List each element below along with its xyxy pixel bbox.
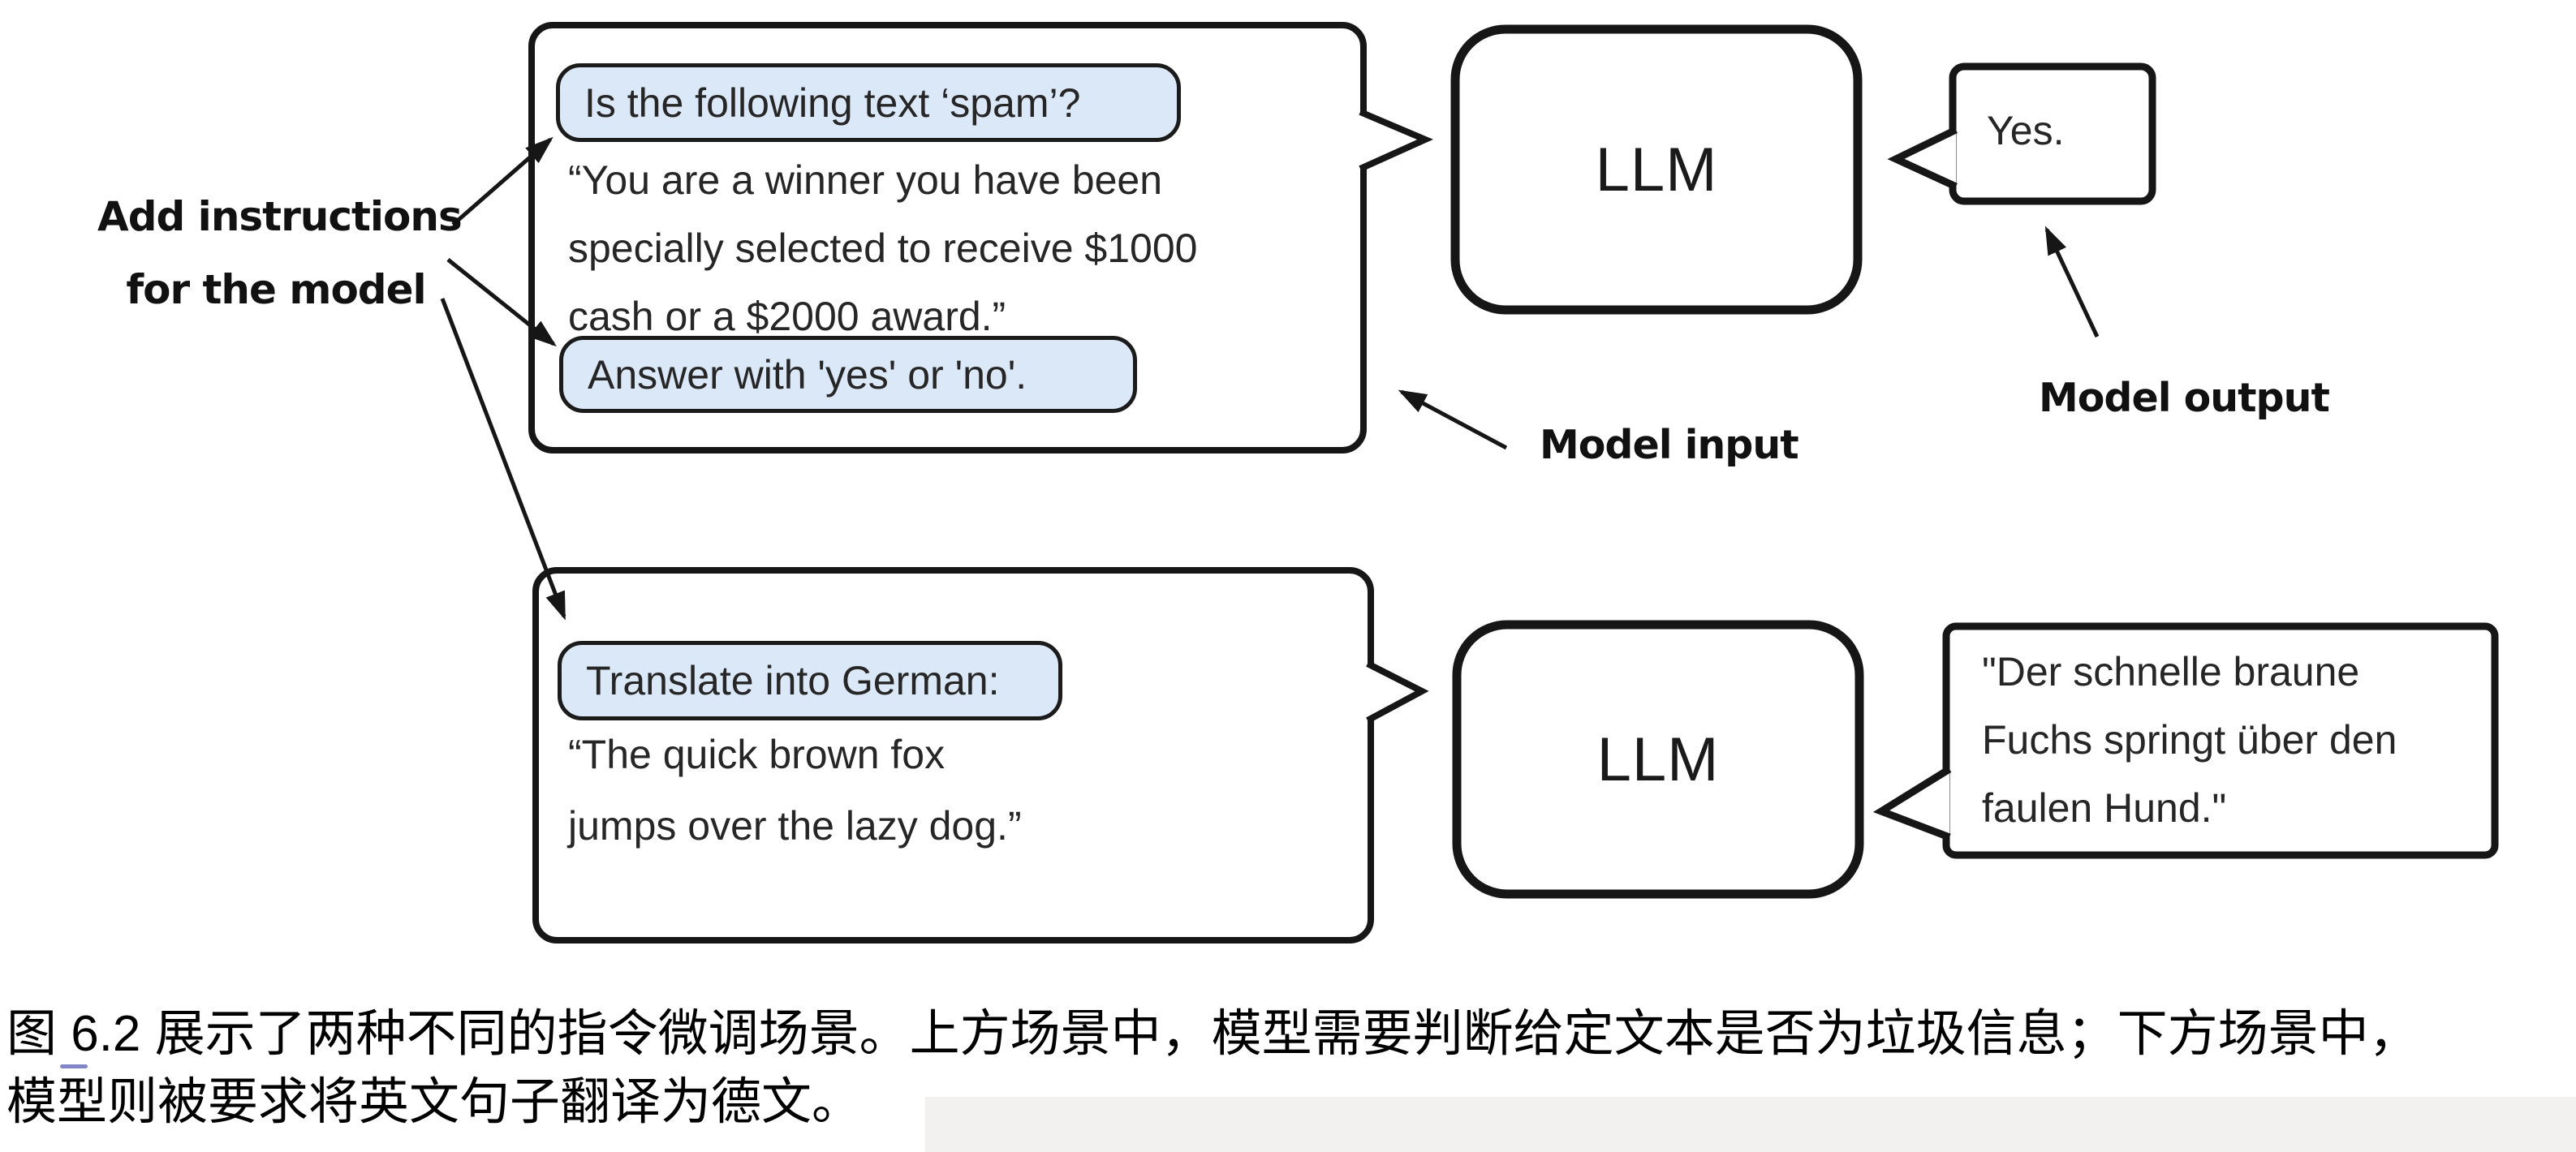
german-output-bubble-tail — [1872, 766, 1952, 841]
german-output-text: "Der schnelle braune Fuchs springt über … — [1982, 638, 2397, 842]
llm-box-top — [1450, 24, 1863, 315]
translate-input-text: “The quick brown fox jumps over the lazy… — [568, 719, 1022, 862]
german-output-text-line3: faulen Hund." — [1982, 785, 2227, 831]
instruction-pill-answer-text: Answer with 'yes' or 'no'. — [588, 351, 1027, 398]
spam-input-text-line1: “You are a winner you have been — [568, 157, 1163, 203]
spam-input-text-line3: cash or a $2000 award.” — [568, 294, 1006, 339]
arrow-model-output — [2044, 226, 2100, 338]
translate-input-text-line1: “The quick brown fox — [568, 732, 946, 777]
spam-input-text-line2: specially selected to receive $1000 — [568, 226, 1198, 271]
caption-figure-ref-underline — [60, 1064, 88, 1068]
instruction-pill-translate-text: Translate into German: — [586, 658, 1000, 703]
add-instructions-label-line1: Add instructions — [97, 193, 463, 240]
spam-input-box-tail — [1359, 109, 1433, 172]
model-input-label: Model input — [1540, 422, 1799, 468]
add-instructions-label-line2: for the model — [126, 266, 426, 313]
instruction-pill-spam-text: Is the following text ‘spam’? — [584, 80, 1081, 126]
llm-box-bottom — [1452, 620, 1864, 899]
instruction-pill-translate: Translate into German: — [558, 641, 1062, 720]
llm-label-top: LLM — [1595, 135, 1718, 204]
figure-caption: 图 6.2 展示了两种不同的指令微调场景。上方场景中，模型需要判断给定文本是否为… — [6, 1000, 2571, 1137]
instruction-pill-spam: Is the following text ‘spam’? — [556, 63, 1181, 142]
translate-input-box-tail — [1366, 660, 1429, 724]
llm-label-bottom: LLM — [1596, 724, 1720, 794]
page-shade — [925, 1097, 2576, 1152]
translate-input-text-line2: jumps over the lazy dog.” — [568, 803, 1022, 849]
figure-caption-line1: 图 6.2 展示了两种不同的指令微调场景。上方场景中，模型需要判断给定文本是否为… — [6, 1006, 2419, 1062]
arrow-to-bottom-instruction — [446, 258, 557, 347]
yes-output-text: Yes. — [1987, 108, 2065, 153]
instruction-pill-answer: Answer with 'yes' or 'no'. — [559, 336, 1137, 413]
arrow-to-translate-instruction — [440, 298, 566, 621]
german-output-text-line2: Fuchs springt über den — [1982, 717, 2397, 763]
german-output-bubble — [1942, 622, 2499, 859]
yes-output-bubble-tail — [1887, 126, 1958, 191]
german-output-text-line1: "Der schnelle braune — [1982, 649, 2360, 694]
model-output-label: Model output — [2039, 375, 2330, 421]
arrow-model-input — [1398, 389, 1508, 450]
arrow-to-top-instruction — [451, 136, 554, 226]
spam-input-text: “You are a winner you have been speciall… — [568, 146, 1197, 350]
add-instructions-label: Add instructions for the model — [97, 180, 463, 326]
figure-caption-line2: 模型则被要求将英文句子翻译为德文。 — [6, 1074, 863, 1130]
